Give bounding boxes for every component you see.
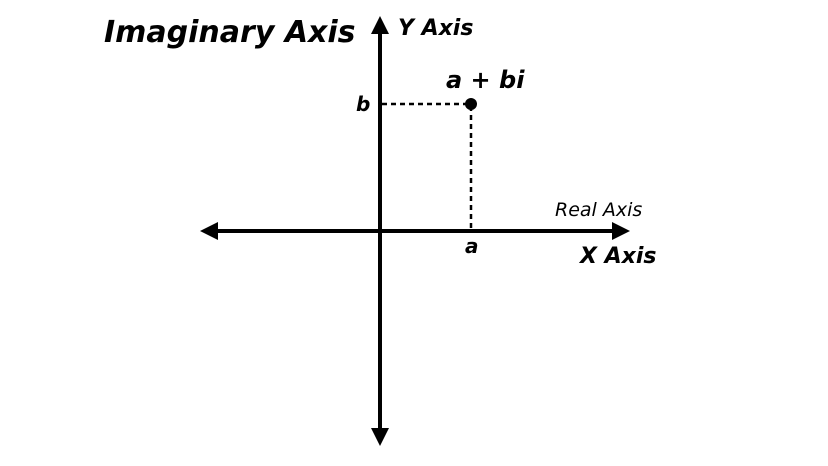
y-axis-label: Y Axis bbox=[398, 16, 474, 41]
imaginary-axis-title: Imaginary Axis bbox=[104, 15, 356, 50]
real-axis-label: Real Axis bbox=[555, 199, 643, 221]
x-axis-label: X Axis bbox=[580, 244, 657, 269]
b-label: b bbox=[356, 92, 371, 116]
point-label: a + bi bbox=[446, 66, 525, 94]
y-axis-top-arrow bbox=[371, 16, 389, 34]
x-axis-left-arrow bbox=[200, 222, 218, 240]
x-axis-right-arrow bbox=[612, 222, 630, 240]
a-label: a bbox=[465, 234, 479, 258]
y-axis-bottom-arrow bbox=[371, 428, 389, 446]
complex-point bbox=[465, 98, 477, 110]
